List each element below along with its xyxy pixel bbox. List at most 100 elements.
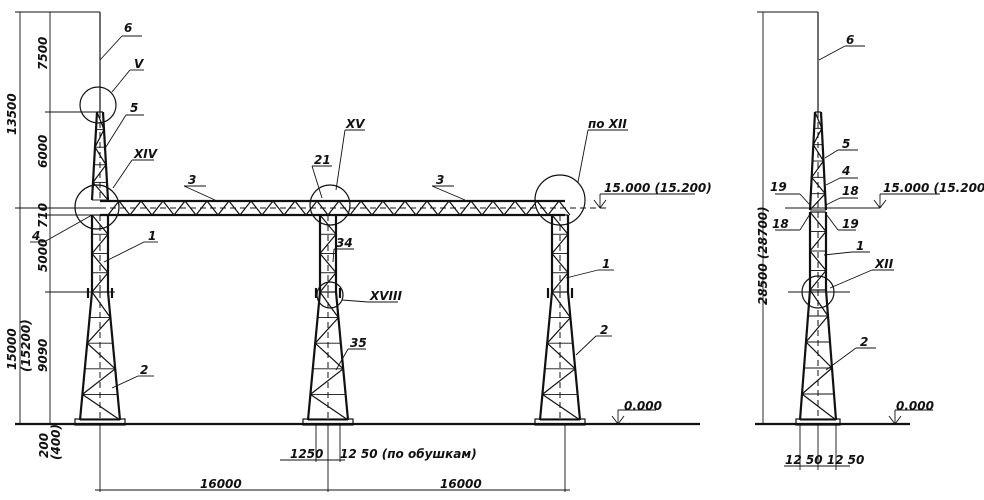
left-tower-base-brace bbox=[91, 291, 111, 318]
label-item-4: 4 bbox=[31, 229, 40, 243]
detail-circle-xii bbox=[534, 174, 586, 226]
side-elevation-zero: 0.000 bbox=[896, 399, 934, 413]
detail-circle-xviii bbox=[316, 281, 344, 309]
label-truss-left: 3 bbox=[188, 173, 196, 187]
label-item-2-right: 2 bbox=[600, 323, 608, 337]
side-label-node-xii: XII bbox=[874, 257, 894, 271]
side-base-brace bbox=[809, 289, 829, 317]
truss-web bbox=[503, 200, 516, 216]
leader-4 bbox=[825, 177, 841, 186]
leader-18 bbox=[825, 197, 841, 206]
dim-13500: 13500 bbox=[5, 93, 19, 135]
leader-34 bbox=[332, 248, 335, 263]
label-node-xii-ref: по XII bbox=[588, 117, 627, 131]
side-elevation-mark-zero bbox=[894, 415, 902, 425]
dim-1250-left: 1250 bbox=[290, 447, 323, 461]
leader-19 bbox=[825, 213, 839, 231]
middle-tower-base-leg bbox=[334, 291, 350, 421]
leader-mast bbox=[99, 35, 123, 61]
label-item-1-left: 1 bbox=[148, 229, 156, 243]
label-node-xiv: XIV bbox=[133, 147, 159, 161]
truss-web bbox=[283, 200, 296, 216]
leader-xv bbox=[335, 129, 346, 191]
side-label-item-4: 4 bbox=[841, 164, 850, 178]
right-tower-column-brace bbox=[551, 233, 569, 254]
right-tower-base-brace bbox=[542, 393, 581, 421]
truss-web bbox=[393, 200, 406, 216]
side-base-brace bbox=[805, 341, 833, 369]
truss-web bbox=[151, 200, 164, 216]
truss-web bbox=[173, 200, 186, 216]
side-label-item-19b: 19 bbox=[842, 217, 859, 231]
leader-21 bbox=[311, 165, 323, 199]
side-base-leg bbox=[824, 289, 838, 421]
left-tower-base-brace bbox=[82, 368, 116, 395]
side-label-top-section: 5 bbox=[842, 137, 850, 151]
left-tower-column-brace bbox=[91, 253, 109, 274]
dim-6000: 6000 bbox=[36, 135, 50, 168]
detail-circle-xiv bbox=[74, 184, 120, 230]
side-column-brace bbox=[809, 270, 827, 291]
middle-tower-base-leg bbox=[306, 291, 322, 421]
elevation-mark-top bbox=[593, 199, 601, 209]
truss-web bbox=[481, 200, 494, 216]
truss-web bbox=[382, 200, 395, 216]
detail-circle-v bbox=[79, 86, 117, 124]
left-tower-top-brace bbox=[94, 129, 105, 148]
truss-web bbox=[360, 200, 373, 216]
middle-tower-base-brace bbox=[314, 317, 339, 344]
truss-web bbox=[371, 200, 384, 216]
right-tower-column-brace bbox=[551, 253, 569, 274]
side-label-item-2: 2 bbox=[860, 335, 868, 349]
leader-4 bbox=[43, 214, 93, 243]
dim-span-1: 16000 bbox=[200, 477, 242, 491]
dim-span-2: 16000 bbox=[440, 477, 482, 491]
middle-tower-base-brace bbox=[314, 342, 344, 370]
side-elevation-mark-zero bbox=[888, 415, 896, 425]
right-tower-footing bbox=[534, 418, 586, 426]
elevation-mark-zero bbox=[611, 415, 619, 425]
label-node-v: V bbox=[134, 57, 145, 71]
label-item-2-left: 2 bbox=[140, 363, 148, 377]
leader-xii bbox=[829, 269, 873, 289]
side-top-brace bbox=[814, 111, 823, 129]
left-tower-base-brace bbox=[86, 317, 111, 344]
dim-400: (400) bbox=[49, 424, 63, 460]
label-item-1-right: 1 bbox=[602, 257, 610, 271]
leader-1 bbox=[103, 241, 145, 263]
right-tower-base-brace bbox=[542, 368, 576, 395]
truss-web bbox=[162, 200, 175, 216]
label-elevation-zero: 0.000 bbox=[624, 399, 662, 413]
leader-5 bbox=[103, 114, 127, 151]
leader-5 bbox=[824, 149, 839, 159]
side-column-brace bbox=[809, 250, 827, 271]
label-top-section: 5 bbox=[130, 101, 138, 115]
truss-web bbox=[261, 200, 274, 216]
side-top-brace bbox=[809, 193, 826, 211]
left-tower-base-brace bbox=[86, 342, 116, 370]
right-tower-base-leg bbox=[566, 291, 582, 421]
leader-2 bbox=[825, 347, 857, 371]
left-tower-base-brace bbox=[82, 393, 121, 421]
leader-3 bbox=[431, 185, 466, 201]
detail-circle-xv bbox=[309, 184, 351, 226]
dim-9090: 9090 bbox=[36, 339, 50, 372]
side-label-item-18a: 18 bbox=[842, 184, 859, 198]
side-base-brace bbox=[805, 315, 829, 343]
leader-2 bbox=[111, 375, 139, 389]
left-tower-base-leg bbox=[106, 291, 122, 421]
dim-200: 200 bbox=[37, 433, 51, 458]
elevation-mark-top bbox=[599, 199, 607, 209]
label-node-xviii: XVIII bbox=[369, 289, 402, 303]
left-tower-column-brace bbox=[91, 233, 109, 254]
label-truss-right: 3 bbox=[436, 173, 444, 187]
leader-xviii bbox=[341, 299, 369, 303]
dim-15000: 15000 bbox=[5, 328, 19, 370]
middle-tower-column-brace bbox=[319, 233, 337, 254]
middle-tower-base-brace bbox=[310, 368, 344, 395]
leader-v bbox=[111, 69, 131, 93]
side-base-brace bbox=[801, 367, 833, 395]
side-column-brace bbox=[809, 231, 827, 252]
leader-1 bbox=[823, 251, 853, 256]
